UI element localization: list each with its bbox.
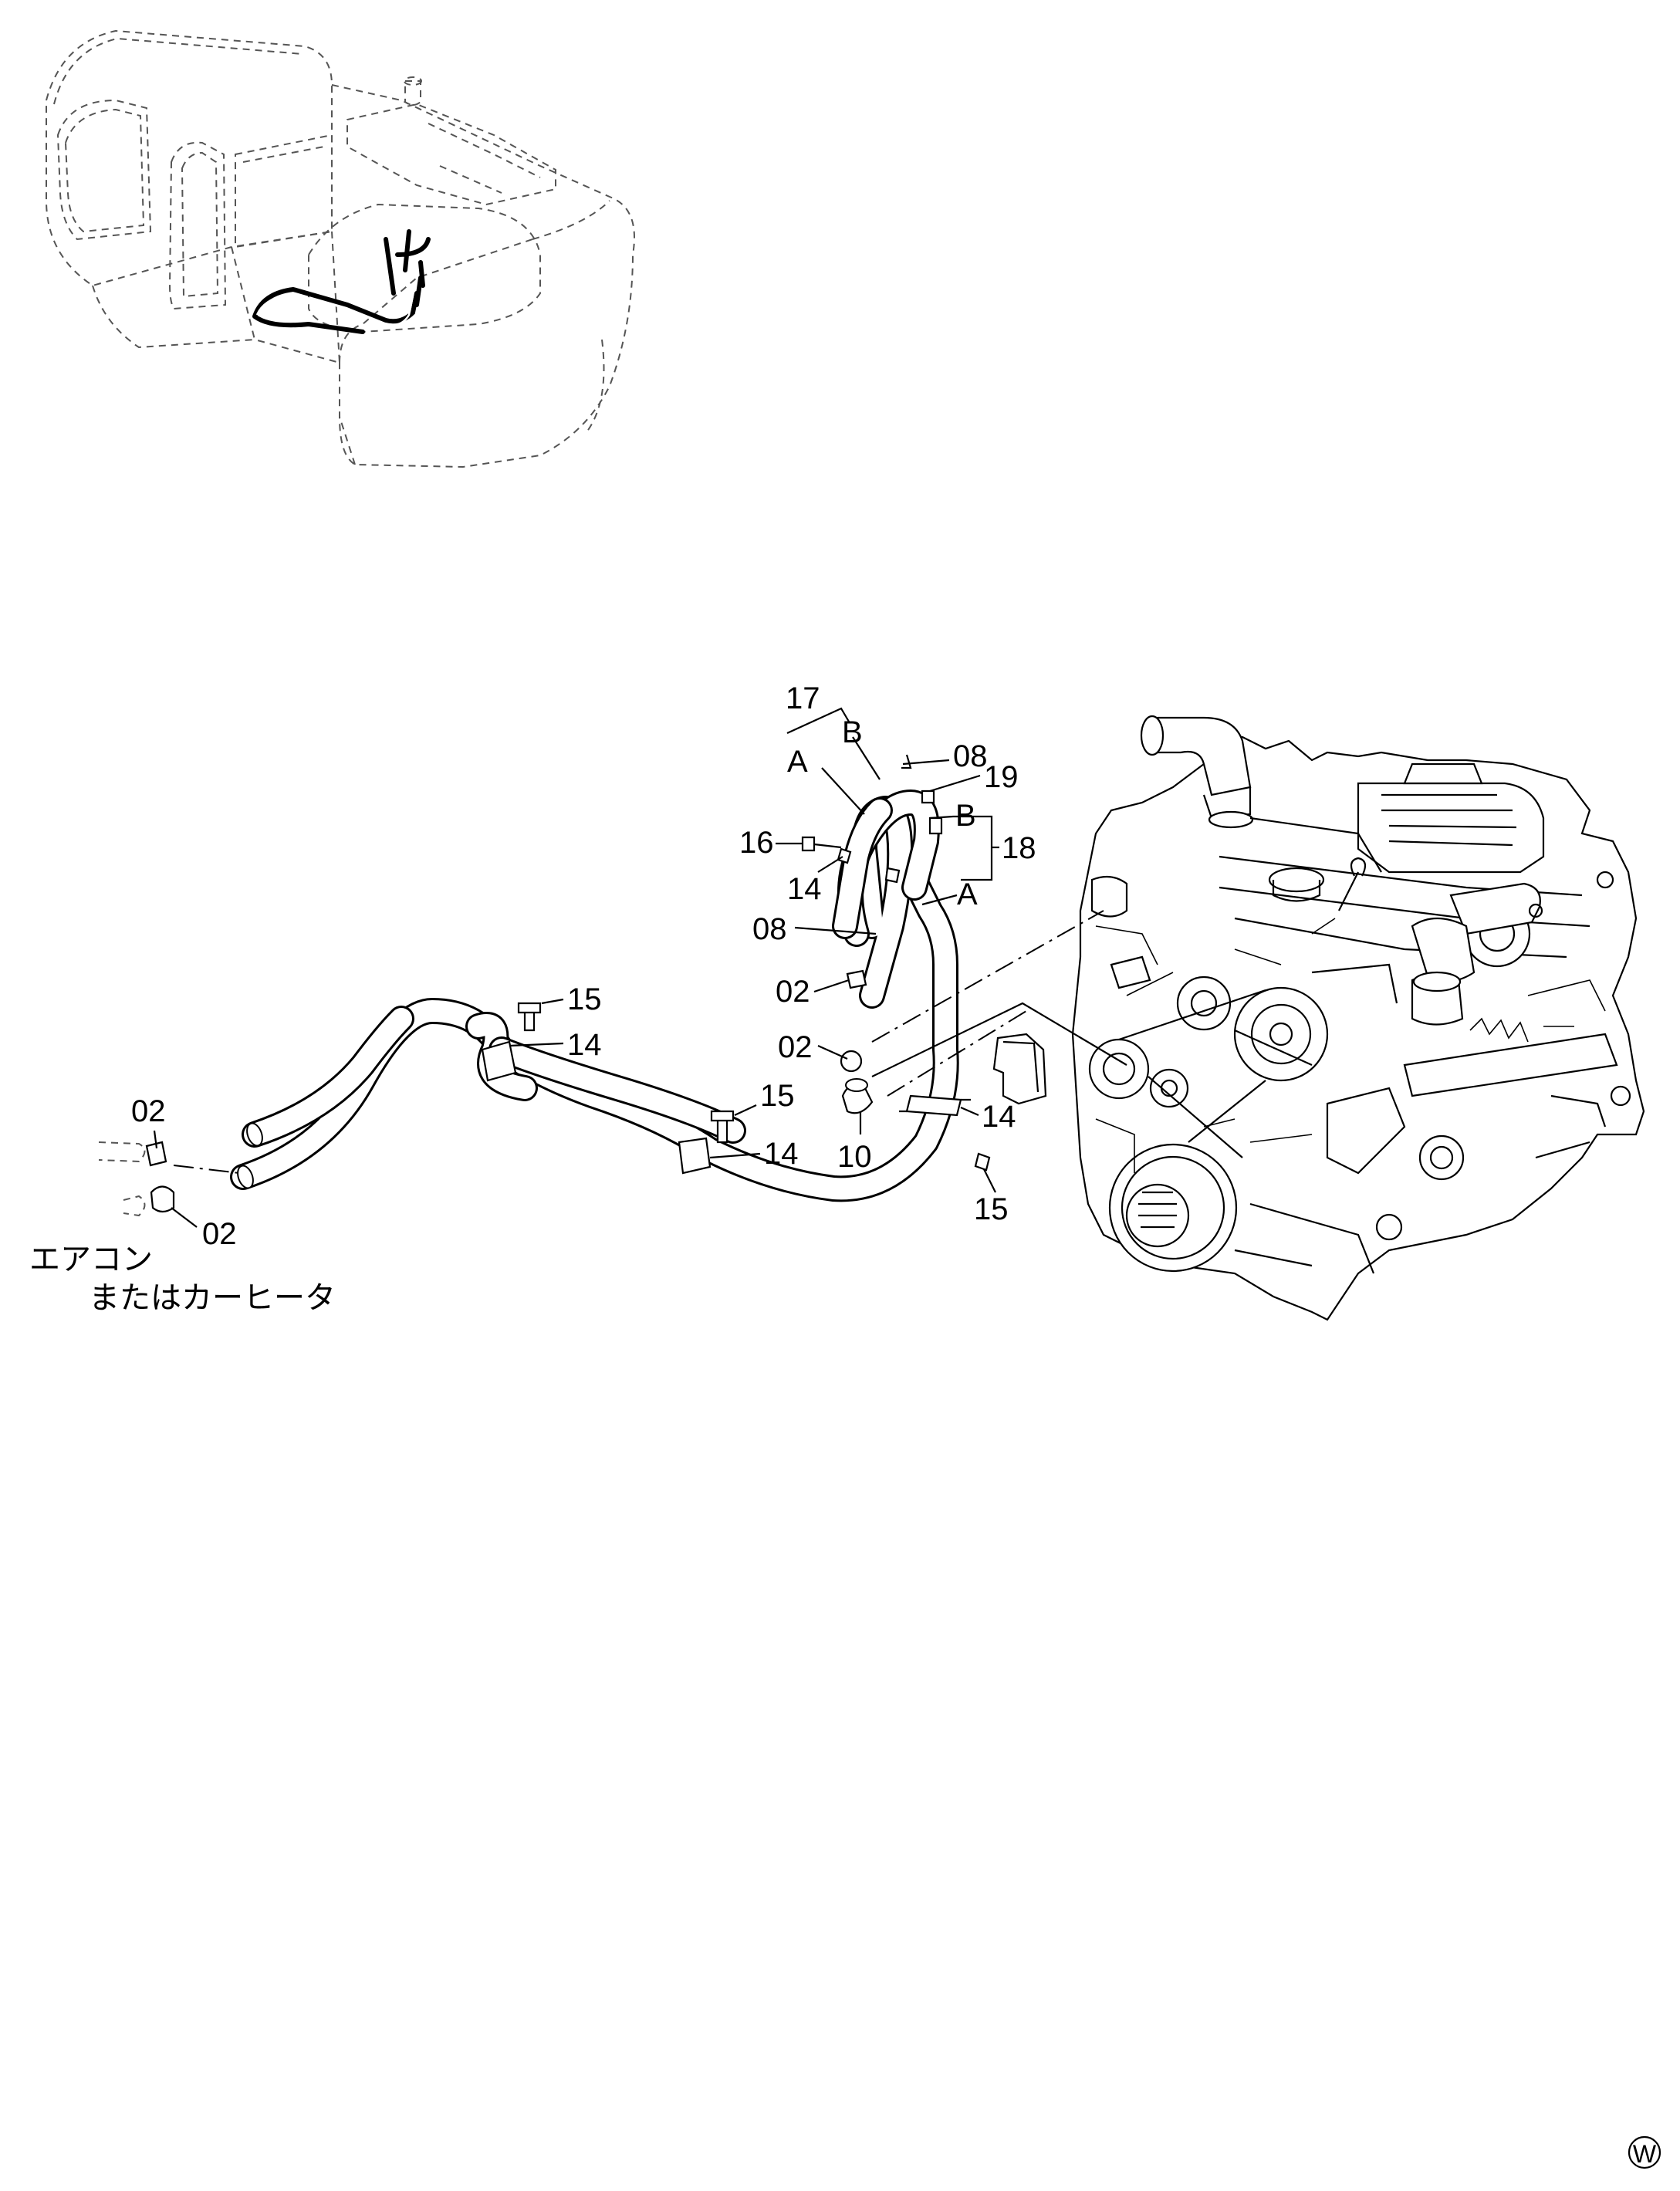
callout-14-upper: 14 [787,872,822,906]
callout-17-b: B [842,715,863,749]
callout-14-left: 14 [567,1028,602,1062]
callout-18: 18 [1002,831,1036,865]
callout-19: 19 [984,760,1019,794]
callout-08-mid: 08 [752,912,787,946]
callout-15-left: 15 [567,982,602,1016]
engine-drawing [992,715,1645,1321]
callout-18-b: B [955,799,976,833]
aircon-heater-label: エアコン またはカーヒータ [29,1242,336,1316]
callout-17-a: A [787,745,808,779]
callout-15-right: 15 [974,1192,1009,1226]
callout-14-right: 14 [982,1100,1016,1134]
label-aircon: エアコン [29,1242,153,1277]
callout-15-mid: 15 [760,1079,795,1113]
callout-02-mid: 02 [778,1030,813,1064]
callout-17: 17 [786,681,820,715]
callout-08-top: 08 [953,739,988,773]
callout-18-a: A [957,877,978,911]
leader-lines [153,707,999,1228]
callout-02-left-top: 02 [131,1094,166,1128]
corner-mark-letter: W [1633,2140,1657,2168]
callout-02-left-bottom: 02 [202,1217,237,1251]
excavator-overview-drawing [46,29,635,468]
callout-labels: 17 B A 08 19 B 18 A 16 14 08 02 02 15 14… [131,681,1036,1251]
callout-10: 10 [837,1140,872,1174]
connection-lines [871,910,1127,1097]
heater-connection-drawing [98,1141,240,1217]
hose-assembly [230,790,991,1202]
corner-mark: W [1628,2135,1661,2169]
callout-02-upper: 02 [776,975,810,1009]
label-or-car-heater: またはカーヒータ [89,1280,336,1316]
callout-16: 16 [739,826,774,860]
callout-14-mid: 14 [764,1137,799,1171]
